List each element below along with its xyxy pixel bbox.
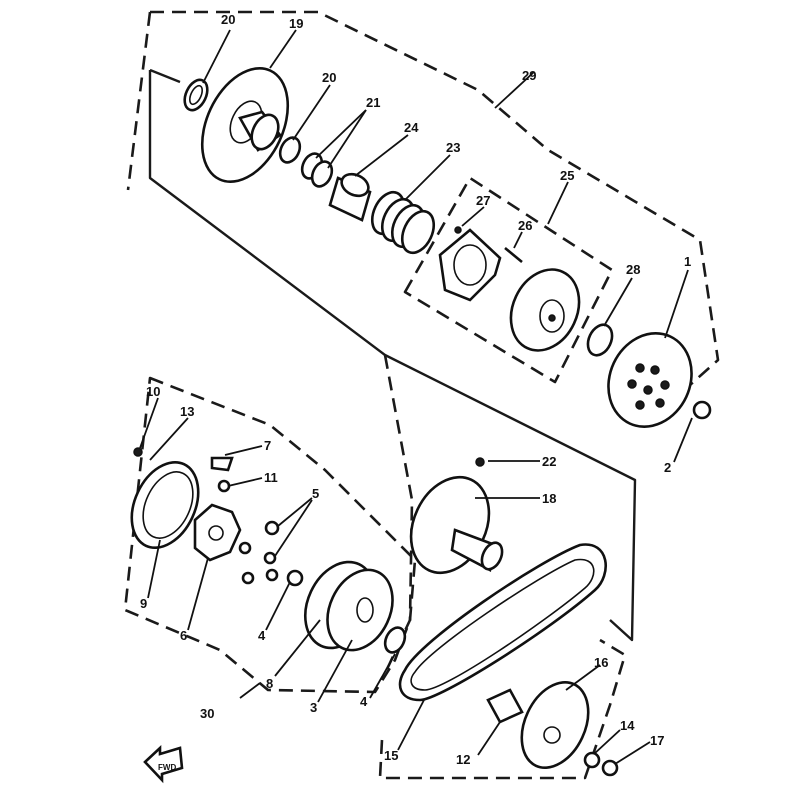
- shaft-line-upper: [148, 70, 637, 642]
- callout-3: 3: [310, 700, 317, 715]
- part-19-sheave: [200, 66, 290, 184]
- part-17-nut: [601, 759, 619, 777]
- part-5-roller-c: [263, 551, 277, 565]
- assembly-16-boundary: [378, 638, 627, 780]
- callout-4: 4: [258, 628, 266, 643]
- assembly-30-boundary: [123, 376, 417, 694]
- callout-11: 11: [264, 470, 278, 485]
- part-20-washer: [183, 78, 209, 112]
- callout-25: 25: [560, 168, 574, 183]
- part-20-washer-2: [278, 136, 302, 164]
- callout-14: 14: [620, 718, 635, 733]
- callout-2: 2: [664, 460, 671, 475]
- callout-29: 29: [522, 68, 536, 83]
- part-14-washer: [583, 751, 601, 769]
- callout-21: 21: [366, 95, 380, 110]
- callout-27: 27: [476, 193, 490, 208]
- callout-6: 6: [180, 628, 187, 643]
- callout-20: 20: [221, 12, 235, 27]
- callout-5: 5: [312, 486, 319, 501]
- part-2-nut: [692, 400, 712, 420]
- part-4-collar: [286, 569, 304, 587]
- callout-19: 19: [289, 16, 303, 31]
- part-5-roller-b: [238, 541, 252, 555]
- callout-15: 15: [384, 748, 398, 763]
- part-21-ring-b: [310, 160, 334, 188]
- assembly-29-boundary: [150, 10, 720, 386]
- assembly-29-boundary-left: [126, 11, 152, 191]
- part-15-v-belt: [398, 543, 607, 702]
- part-5-roller-e: [265, 568, 279, 582]
- fwd-arrow: FWD: [143, 745, 184, 784]
- part-26-pin: [504, 246, 523, 264]
- callout-9: 9: [140, 596, 147, 611]
- fwd-label: FWD: [158, 763, 176, 772]
- callout-24: 24: [404, 120, 419, 135]
- callout-10: 10: [146, 384, 160, 399]
- part-24-collar: [328, 172, 372, 222]
- part-25-plate: [438, 228, 502, 302]
- callout-1: 1: [684, 254, 691, 269]
- part-20-washer-inner: [189, 84, 203, 106]
- leader-lines: [139, 29, 693, 765]
- part-18-secondary-sheave: [409, 475, 504, 575]
- callout-8: 8: [266, 676, 273, 691]
- shaft-line-lower: [149, 68, 181, 84]
- part-9-cover: [130, 460, 200, 550]
- callout-4: 4: [360, 694, 368, 709]
- callout-16: 16: [594, 655, 608, 670]
- part-11-slider: [217, 479, 231, 493]
- part-4-washer: [383, 626, 407, 654]
- part-6-cam-plate: [193, 503, 242, 562]
- part-7-slider: [210, 456, 234, 472]
- callout-28: 28: [626, 262, 640, 277]
- assembly-25-boundary: [403, 176, 614, 384]
- part-10-screw: [133, 447, 143, 457]
- part-22-bolt: [475, 457, 485, 467]
- callout-22: 22: [542, 454, 556, 469]
- part-25-clutch-shoe: [509, 268, 581, 352]
- callout-30: 30: [200, 706, 214, 721]
- part-12-shaft: [486, 688, 524, 724]
- callout-26: 26: [518, 218, 532, 233]
- callout-13: 13: [180, 404, 194, 419]
- part-23-spring: [370, 190, 436, 255]
- callout-17: 17: [650, 733, 664, 748]
- part-27-pin: [454, 226, 462, 234]
- part-3-primary-sheave: [304, 560, 394, 652]
- part-1-clutch-housing: [607, 332, 693, 428]
- callout-12: 12: [456, 752, 470, 767]
- callout-20: 20: [322, 70, 336, 85]
- part-28-ring: [586, 323, 614, 357]
- callout-18: 18: [542, 491, 556, 506]
- part-5-roller-a: [264, 520, 280, 536]
- assembly-29-boundary-right: [380, 354, 414, 681]
- part-15-v-belt-inner: [410, 558, 595, 691]
- callout-7: 7: [264, 438, 271, 453]
- callout-23: 23: [446, 140, 460, 155]
- part-5-roller-d: [241, 571, 255, 585]
